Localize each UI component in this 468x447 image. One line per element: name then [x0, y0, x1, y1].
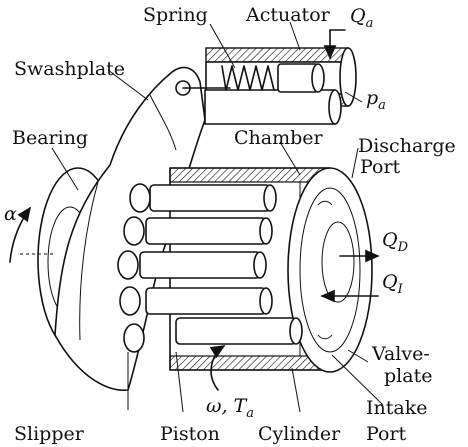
intake-label: Intake	[366, 397, 427, 419]
actuator	[182, 47, 357, 125]
qi-symbol: QI	[382, 271, 404, 297]
chamber-label: Chamber	[234, 127, 324, 149]
bearing-label: Bearing	[12, 127, 88, 149]
discharge-label: Discharge	[358, 135, 456, 157]
pa-symbol: pa	[366, 87, 386, 113]
omega-torque-symbol: ω, Ta	[206, 395, 254, 421]
actuator-label: Actuator	[245, 4, 331, 26]
valve-plate	[287, 167, 373, 373]
qd-symbol: QD	[382, 229, 409, 255]
pistons	[139, 184, 303, 345]
slippers	[117, 183, 151, 353]
alpha-symbol: α	[4, 203, 17, 225]
cylinder-label: Cylinder	[258, 423, 341, 445]
rotation-arrow	[209, 345, 226, 391]
discharge-port-label: Port	[360, 156, 401, 178]
alpha-angle-arrow	[9, 206, 31, 263]
leader-lines	[51, 21, 384, 413]
spring	[221, 63, 325, 93]
spring-label: Spring	[143, 4, 208, 26]
piston-label: Piston	[160, 423, 220, 445]
slipper-label: Slipper	[14, 423, 85, 445]
intake-port-label: Port	[366, 423, 407, 445]
swashplate-label: Swashplate	[14, 58, 125, 80]
qa-symbol: Qa	[350, 5, 373, 31]
plate-label: plate	[384, 365, 432, 387]
valve-label: Valve-	[371, 343, 430, 365]
